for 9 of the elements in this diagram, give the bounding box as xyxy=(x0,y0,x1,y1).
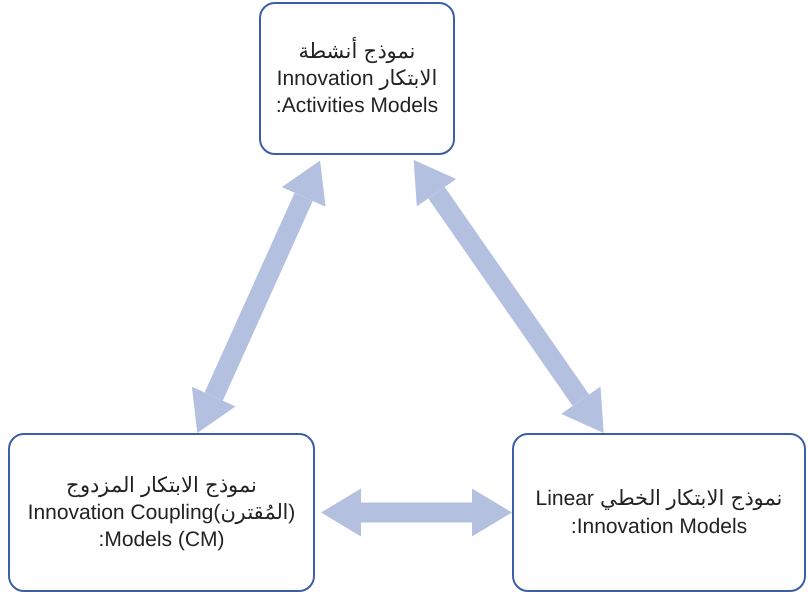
model-box xyxy=(8,433,315,592)
model-name: نموذج الابتكار المزدوج (المُقترن)Innovation Coupling Models (CM): xyxy=(26,472,296,554)
double-arrow xyxy=(414,160,604,433)
model-box xyxy=(512,433,806,592)
double-arrow xyxy=(192,160,326,433)
model-name: نموذج أنشطة الابتكار Innovation Activities Models: xyxy=(261,38,453,120)
double-arrow xyxy=(321,488,512,536)
model-box xyxy=(259,2,455,155)
model-name: نموذج الابتكار الخطي Linear Innovation Models: xyxy=(534,486,784,540)
